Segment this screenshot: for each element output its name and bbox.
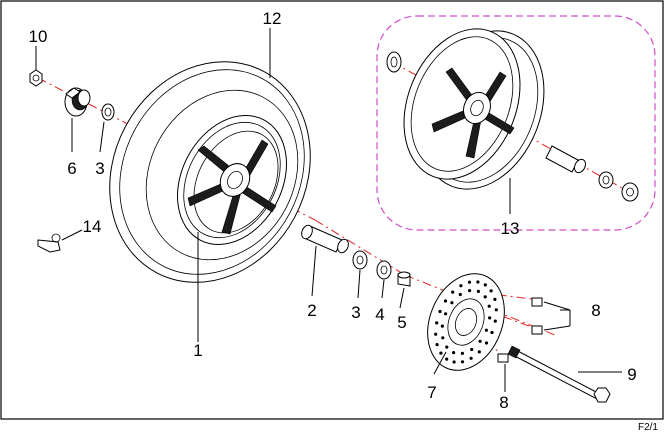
disc-vent-hole xyxy=(438,309,442,314)
disc-vent-hole xyxy=(484,341,489,345)
rim-assembly-13 xyxy=(386,28,639,202)
callout-3-right: 3 xyxy=(351,303,360,322)
bolt-14 xyxy=(37,233,61,253)
oil-seal-3-left xyxy=(101,103,115,121)
disc-vent-hole xyxy=(493,319,497,323)
front-rim xyxy=(177,115,287,245)
disc-vent-hole xyxy=(434,332,438,336)
callout-10: 10 xyxy=(29,27,48,46)
callout-labels: 10 12 6 3 14 1 2 3 4 5 7 8 8 9 13 xyxy=(29,9,637,412)
callout-3-left: 3 xyxy=(95,159,104,178)
disc-vent-hole xyxy=(458,292,462,297)
callout-14: 14 xyxy=(83,217,102,236)
disc-vent-hole xyxy=(478,339,482,343)
callout-1: 1 xyxy=(193,341,202,360)
disc-vent-hole xyxy=(476,289,480,293)
callout-4: 4 xyxy=(375,305,384,324)
disc-vent-hole xyxy=(476,280,480,284)
callout-5: 5 xyxy=(397,313,406,332)
callout-7: 7 xyxy=(427,383,436,402)
disc-vent-hole xyxy=(484,328,488,332)
disc-vent-hole xyxy=(451,290,455,294)
page-reference: F2/1 xyxy=(638,422,658,433)
disc-vent-hole xyxy=(452,360,456,364)
callout-8-lower: 8 xyxy=(499,393,508,412)
disc-vent-hole xyxy=(488,316,492,320)
disc-vent-hole xyxy=(493,297,497,301)
disc-vent-hole xyxy=(468,289,472,293)
diagram-frame xyxy=(0,0,664,420)
disc-vent-hole xyxy=(444,312,448,316)
disc-vent-hole xyxy=(435,343,439,347)
callout-12: 12 xyxy=(263,9,282,28)
collar-5 xyxy=(397,271,411,287)
rim-assembly-group-outline xyxy=(376,15,656,231)
disc-vent-hole xyxy=(470,347,474,352)
disc-bolt-8-lower xyxy=(497,353,509,363)
disc-vent-hole xyxy=(460,360,465,364)
disc-vent-hole xyxy=(460,351,464,355)
disc-vent-hole xyxy=(452,351,456,355)
disc-bolt-8-upper xyxy=(531,297,543,335)
oil-seal-3-right xyxy=(352,250,368,270)
disc-vent-hole xyxy=(435,321,439,325)
speedometer-gear-6 xyxy=(64,87,91,117)
callout-9: 9 xyxy=(627,365,636,384)
disc-vent-hole xyxy=(467,280,472,284)
disc-vent-hole xyxy=(469,356,473,360)
disc-vent-hole xyxy=(445,345,449,349)
callout-6: 6 xyxy=(67,159,76,178)
callout-8-upper: 8 xyxy=(591,301,600,320)
disc-vent-hole xyxy=(483,295,487,299)
callout-2: 2 xyxy=(307,301,316,320)
spacer-2 xyxy=(301,224,349,254)
disc-vent-hole xyxy=(443,299,448,303)
disc-vent-hole xyxy=(441,336,445,340)
disc-vent-hole xyxy=(494,308,498,312)
disc-vent-hole xyxy=(487,304,491,308)
disc-vent-hole xyxy=(483,283,487,287)
leader-lines xyxy=(35,28,622,392)
disc-vent-hole xyxy=(440,324,444,328)
disc-vent-hole xyxy=(459,284,463,288)
disc-vent-hole xyxy=(439,351,443,355)
front-axle-9 xyxy=(507,345,611,403)
brake-disc-7 xyxy=(427,273,505,371)
bearing-4 xyxy=(376,260,392,280)
disc-vent-hole xyxy=(445,357,449,361)
disc-vent-hole xyxy=(489,289,493,293)
disc-vent-hole xyxy=(477,350,481,354)
disc-vent-hole xyxy=(450,301,454,305)
disc-vent-hole xyxy=(490,330,494,335)
callout-13: 13 xyxy=(501,219,520,238)
axle-nut-10 xyxy=(29,69,43,87)
